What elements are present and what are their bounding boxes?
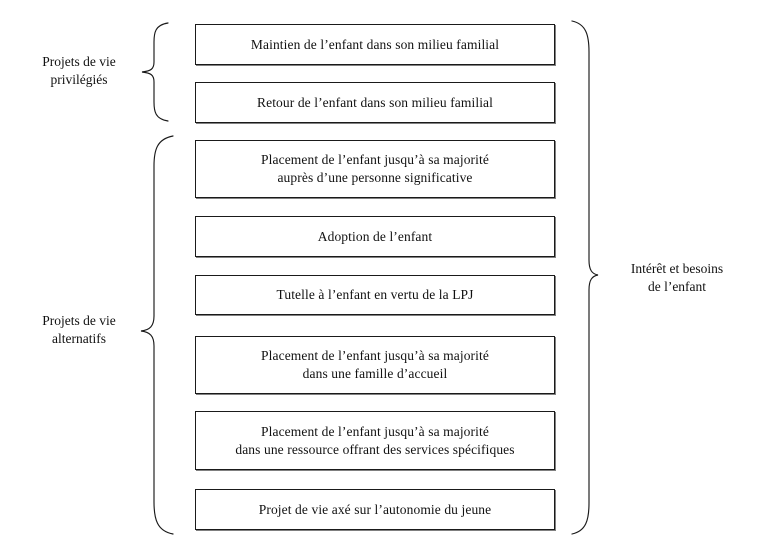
box-placement-personne-significative[interactable]: Placement de l’enfant jusqu’à sa majorit…: [195, 140, 555, 198]
box-label: Projet de vie axé sur l’autonomie du jeu…: [258, 501, 492, 517]
box-adoption-enfant[interactable]: Adoption de l’enfant: [195, 216, 555, 257]
box-label: Adoption de l’enfant: [317, 228, 433, 244]
outcome-label-interet-besoins: Intérêt et besoins de l’enfant: [630, 261, 724, 294]
box-label: Maintien de l’enfant dans son milieu fam…: [250, 36, 500, 52]
box-label: Retour de l’enfant dans son milieu famil…: [257, 94, 493, 110]
box-label: Placement de l’enfant jusqu’à sa majorit…: [235, 423, 515, 457]
box-projet-autonomie-jeune[interactable]: Projet de vie axé sur l’autonomie du jeu…: [195, 489, 555, 530]
group-label-projets-alternatifs: Projets de vie alternatifs: [42, 313, 116, 346]
box-tutelle-lpj[interactable]: Tutelle à l’enfant en vertu de la LPJ: [195, 275, 555, 315]
brace-interet-besoins-icon: [571, 20, 599, 535]
group-label-projets-privilegies: Projets de vie privilégiés: [42, 54, 116, 87]
box-placement-famille-accueil[interactable]: Placement de l’enfant jusqu’à sa majorit…: [195, 336, 555, 394]
box-placement-ressource-services[interactable]: Placement de l’enfant jusqu’à sa majorit…: [195, 411, 555, 470]
box-maintien-milieu-familial[interactable]: Maintien de l’enfant dans son milieu fam…: [195, 24, 555, 65]
box-label: Tutelle à l’enfant en vertu de la LPJ: [276, 287, 474, 302]
box-retour-milieu-familial[interactable]: Retour de l’enfant dans son milieu famil…: [195, 82, 555, 123]
box-label: Placement de l’enfant jusqu’à sa majorit…: [261, 348, 489, 381]
box-label: Placement de l’enfant jusqu’à sa majorit…: [261, 152, 489, 185]
